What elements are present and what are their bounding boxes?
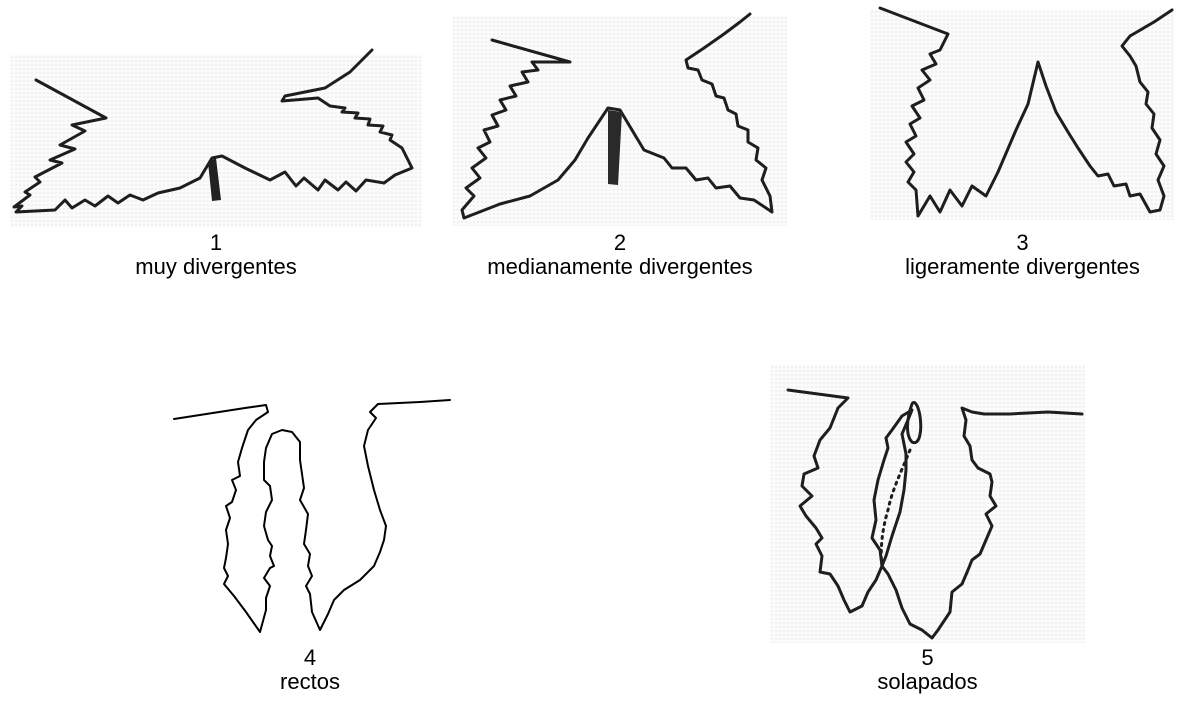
figure-4-rectos: 4 rectos: [160, 390, 460, 706]
figure-2-label: medianamente divergentes: [440, 255, 800, 279]
figure-3-number: 3: [870, 231, 1175, 255]
figure-5-solapados: 5 solapados: [760, 360, 1100, 706]
figure-3-caption: 3 ligeramente divergentes: [870, 231, 1175, 279]
figure-1-muy-divergentes: 1 muy divergentes: [0, 0, 430, 300]
figure-1-leaf-midvein: [208, 158, 221, 201]
figure-1-caption: 1 muy divergentes: [10, 231, 422, 279]
figure-4-caption: 4 rectos: [160, 646, 460, 694]
figure-5-number: 5: [770, 646, 1085, 670]
figure-2-medianamente-divergentes: 2 medianamente divergentes: [440, 0, 800, 300]
figure-2-leaf-midvein: [608, 110, 622, 185]
figure-5-bud-tip: [908, 403, 921, 443]
figure-3-ligeramente-divergentes: 3 ligeramente divergentes: [860, 0, 1181, 300]
figure-3-label: ligeramente divergentes: [870, 255, 1175, 279]
figure-4-number: 4: [160, 646, 460, 670]
figure-4-label: rectos: [160, 670, 460, 694]
figure-2-caption: 2 medianamente divergentes: [440, 231, 800, 279]
figure-2-number: 2: [440, 231, 800, 255]
figure-1-label: muy divergentes: [10, 255, 422, 279]
figure-5-caption: 5 solapados: [770, 646, 1085, 694]
figure-5-label: solapados: [770, 670, 1085, 694]
figure-1-number: 1: [10, 231, 422, 255]
